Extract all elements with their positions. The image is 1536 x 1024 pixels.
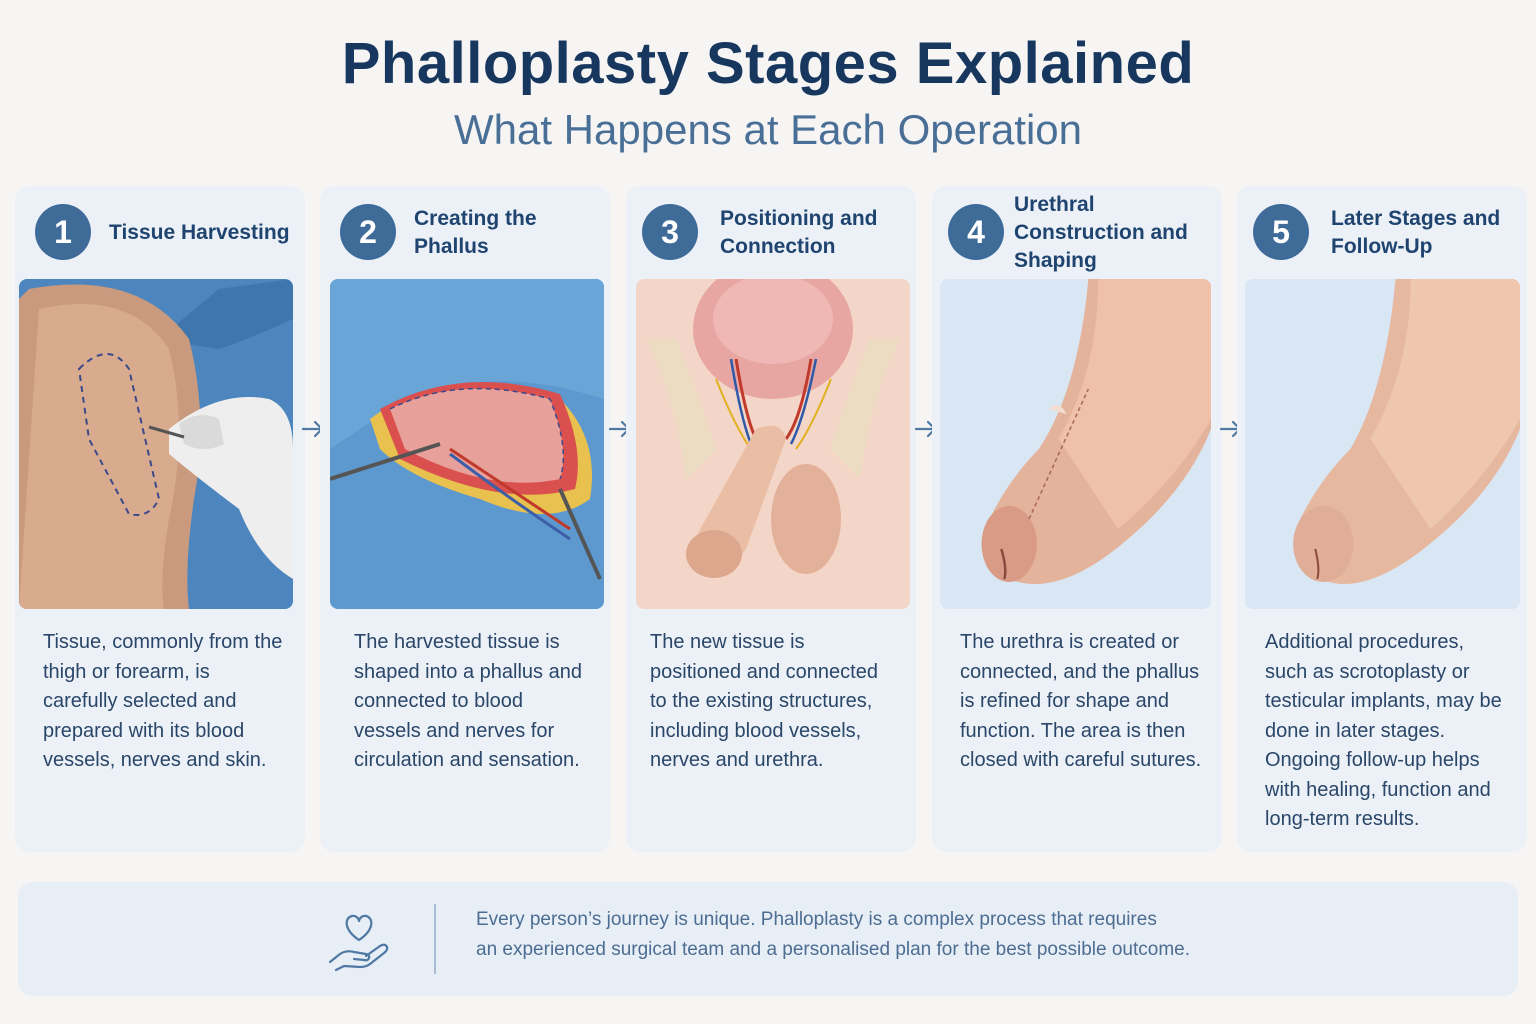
footer-line-2: an experienced surgical team and a perso…	[476, 939, 1190, 960]
stage-card-4: 4 Urethral Construction and Shaping The …	[932, 186, 1222, 852]
anatomy-connection-illustration	[636, 279, 910, 609]
stage-description: Tissue, commonly from the thigh or forea…	[43, 631, 283, 771]
stage-description: Additional procedures, such as scrotopla…	[1265, 631, 1502, 830]
stage-title: Positioning and Connection	[720, 207, 878, 258]
stage-title: Urethral Construction and Shaping	[1014, 193, 1188, 272]
stage-number-badge: 5	[1253, 204, 1309, 260]
stage-title: Tissue Harvesting	[109, 221, 290, 244]
page-subtitle: What Happens at Each Operation	[453, 106, 1083, 153]
stage-number-badge: 4	[948, 204, 1004, 260]
footer-text: Every person’s journey is unique. Phallo…	[476, 905, 1456, 965]
healed-result-illustration	[1245, 279, 1520, 609]
stage-number-badge: 2	[340, 204, 396, 260]
stage-card-3: 3 Positioning and Connection The new tis…	[626, 186, 916, 852]
forearm-marking-illustration	[19, 279, 293, 609]
stage-card-5: 5 Later Stages and Follow-Up Additional …	[1237, 186, 1527, 852]
page-title: Phalloplasty Stages Explained	[341, 31, 1195, 96]
stage-description: The urethra is created or connected, and…	[960, 631, 1202, 771]
footer-divider	[434, 904, 436, 974]
stage-number-badge: 1	[35, 204, 91, 260]
heart-in-hand-icon	[326, 906, 392, 972]
footer-line-1: Every person’s journey is unique. Phallo…	[476, 909, 1157, 930]
stage-description: The harvested tissue is shaped into a ph…	[354, 631, 582, 771]
stage-title: Later Stages and Follow-Up	[1331, 207, 1501, 258]
stage-card-1: 1 Tissue Harvesting Tissue, commonly fro…	[15, 186, 305, 852]
tissue-flap-illustration	[330, 279, 604, 609]
stage-card-2: 2 Creating the Phallus The harvested tis…	[320, 186, 610, 852]
footer-note: Every person’s journey is unique. Phallo…	[18, 882, 1518, 996]
stage-title: Creating the Phallus	[414, 207, 537, 258]
stage-number-badge: 3	[642, 204, 698, 260]
stage-description: The new tissue is positioned and connect…	[650, 631, 878, 771]
urethra-shaping-illustration	[940, 279, 1211, 609]
